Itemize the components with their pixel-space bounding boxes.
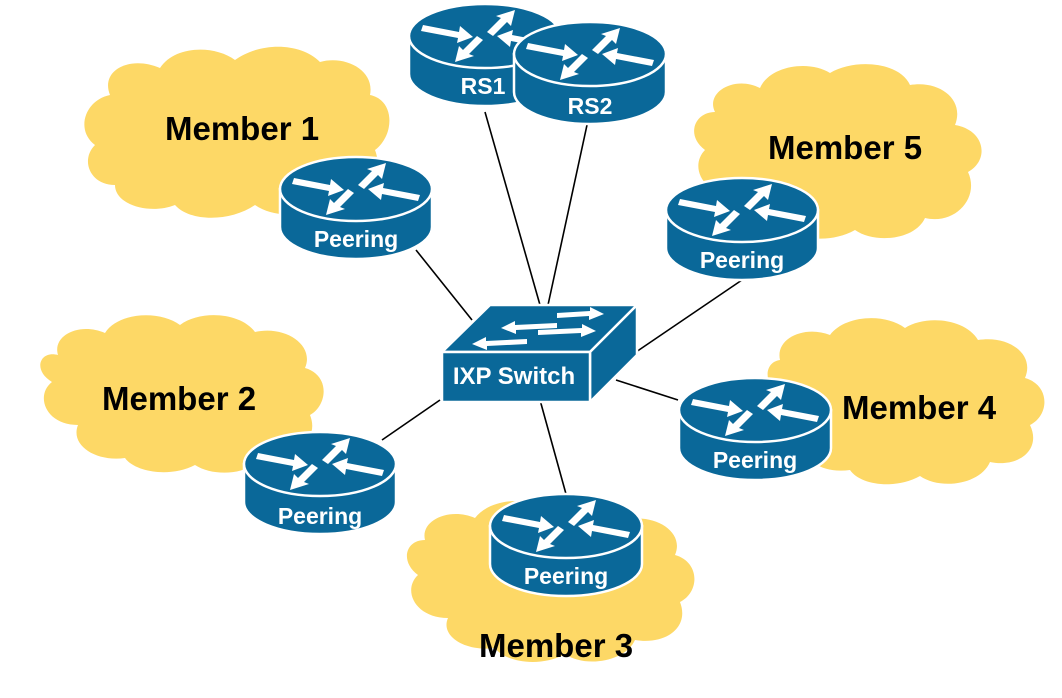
- link-rs1-switch: [484, 111, 541, 306]
- member-1-label: Member 1: [165, 110, 319, 147]
- peering-router-member-3[interactable]: Peering: [488, 492, 644, 598]
- rs2-label: RS2: [568, 93, 613, 119]
- peering-label: Peering: [713, 447, 797, 473]
- link-member1-switch: [415, 249, 473, 321]
- peering-label: Peering: [278, 503, 362, 529]
- peering-router-member-4[interactable]: Peering: [677, 376, 833, 482]
- link-member5-switch: [635, 279, 743, 353]
- link-member2-switch: [381, 399, 441, 441]
- peering-label: Peering: [700, 247, 784, 273]
- peering-router-member-2[interactable]: Peering: [242, 430, 398, 536]
- route-server-rs1[interactable]: RS1: [407, 2, 563, 108]
- link-member3-switch: [539, 399, 567, 495]
- route-server-rs2[interactable]: RS2: [512, 20, 668, 126]
- links: [381, 111, 743, 495]
- peering-router-member-1[interactable]: Peering: [278, 155, 434, 261]
- cloud-member-4: [767, 318, 1045, 485]
- cloud-member-2: [40, 315, 324, 473]
- member-3-label: Member 3: [479, 627, 633, 664]
- switch-arrows-icon: [472, 307, 604, 350]
- link-member4-switch: [615, 379, 679, 401]
- member-2-label: Member 2: [102, 380, 256, 417]
- link-rs2-switch: [547, 124, 588, 306]
- rs1-label: RS1: [461, 73, 506, 99]
- peering-label: Peering: [524, 563, 608, 589]
- peering-label: Peering: [314, 226, 398, 252]
- member-4-label: Member 4: [842, 389, 997, 426]
- switch-label: IXP Switch: [453, 363, 575, 390]
- member-5-label: Member 5: [768, 129, 922, 166]
- peering-router-member-5[interactable]: Peering: [664, 176, 820, 282]
- ixp-switch[interactable]: IXP Switch: [438, 301, 641, 406]
